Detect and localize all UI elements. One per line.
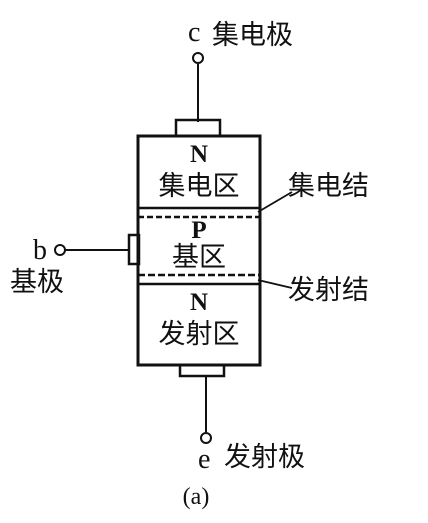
- collector-region-type: N: [190, 141, 208, 168]
- emitter-contact: [178, 363, 226, 378]
- emitter-terminal-name: 发射极: [224, 442, 305, 473]
- collector-junction-leader: [257, 191, 293, 213]
- emitter-terminal-circle: [200, 432, 212, 444]
- base-terminal-circle: [54, 244, 66, 256]
- collector-region-name: 集电区: [159, 171, 240, 202]
- collector-terminal-name: 集电极: [212, 20, 293, 51]
- base-region-name: 基区: [172, 242, 226, 273]
- emitter-region-name: 发射区: [159, 319, 240, 350]
- collector-contact: [174, 118, 222, 138]
- emitter-region-type: N: [190, 289, 208, 316]
- emitter-junction-leader: [257, 279, 293, 289]
- collector-terminal-letter: c: [188, 17, 200, 48]
- collector-junction-label: 集电结: [288, 171, 369, 202]
- collector-terminal-circle: [192, 52, 204, 64]
- base-terminal-name: 基极: [10, 267, 64, 298]
- base-terminal-letter: b: [33, 235, 47, 266]
- emitter-terminal-letter: e: [198, 444, 210, 475]
- figure-caption: (a): [183, 484, 210, 510]
- emitter-junction-label: 发射结: [288, 275, 369, 306]
- base-region-type: P: [191, 217, 206, 244]
